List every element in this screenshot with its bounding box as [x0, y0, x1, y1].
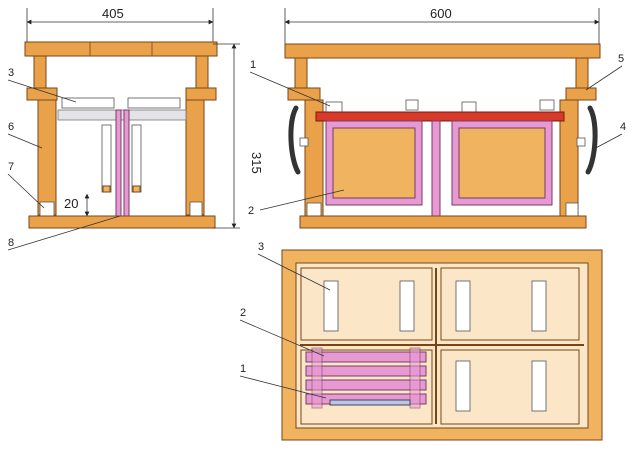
handle-right: [585, 105, 598, 175]
label-7: 7: [8, 161, 14, 173]
roof-leg-left: [33, 55, 47, 89]
plan-frame-3: [305, 379, 427, 391]
foot-right: [189, 201, 203, 217]
plan-slot-3: [455, 280, 471, 332]
wall-left: [37, 99, 57, 216]
plan-frame-1: [305, 351, 427, 363]
label-3-plan: 3: [258, 241, 264, 253]
frame-post-left: [115, 109, 122, 217]
dim-label-600: 600: [430, 6, 452, 21]
label-4: 4: [620, 121, 626, 133]
cushion-right: [127, 97, 181, 109]
label-1-front: 1: [250, 59, 256, 71]
label-6: 6: [8, 121, 14, 133]
top-bars: [57, 109, 187, 121]
base-board: [28, 215, 216, 229]
dim-label-405: 405: [102, 6, 124, 21]
plan-frame-2: [305, 365, 427, 377]
cushion-left: [61, 97, 115, 109]
slot-right: [131, 124, 142, 193]
label-1-plan: 1: [240, 363, 246, 375]
plan-slot-6: [531, 360, 547, 412]
plan-slot-2: [399, 280, 415, 332]
rail-front-right: [565, 87, 597, 101]
roof-leg-right: [195, 55, 209, 89]
dim-label-20: 20: [64, 196, 78, 211]
rail-front-left: [287, 87, 321, 101]
plan-slot-5: [455, 360, 471, 412]
roof-leg-front-left: [294, 57, 308, 89]
foot-left: [39, 201, 55, 217]
side-view: 405 20 3 6: [7, 6, 218, 251]
roof-board-front: [284, 43, 601, 59]
label-8: 8: [8, 237, 14, 249]
slot-left: [101, 124, 112, 193]
label-2-plan: 2: [240, 307, 246, 319]
wall-right: [185, 99, 205, 216]
base-board-front: [299, 215, 587, 229]
plan-partition: [329, 399, 411, 406]
frame-divider: [431, 120, 441, 218]
top-bar-red: [315, 111, 565, 122]
dim-label-315: 315: [249, 152, 264, 174]
plan-slot-4: [531, 280, 547, 332]
plan-view: 3 2 1: [239, 241, 603, 441]
roof-board: [24, 41, 218, 57]
frame-post-right: [123, 109, 130, 217]
handle-left: [288, 105, 301, 175]
label-2-front: 2: [248, 205, 254, 217]
height-dimension: 315: [213, 43, 264, 229]
plan-slot-1: [323, 280, 339, 332]
label-3-side: 3: [8, 67, 14, 79]
rail-right: [185, 87, 217, 101]
front-view: 600 1 2: [248, 6, 626, 229]
label-5: 5: [618, 53, 624, 65]
roof-leg-front-right: [575, 57, 589, 89]
